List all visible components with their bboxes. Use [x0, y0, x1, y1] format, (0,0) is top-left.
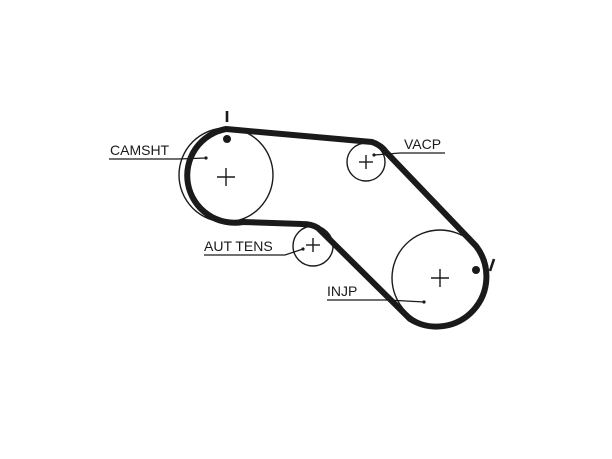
vacuum-pump-pulley — [346, 142, 386, 182]
auto-tensioner-leader-end — [301, 247, 305, 251]
injection-pump-pulley — [391, 229, 496, 327]
auto-tensioner-leader — [204, 248, 304, 256]
leader-lines — [109, 152, 445, 304]
vacuum-pump-leader-end — [372, 153, 376, 157]
camshaft-pulley — [178, 111, 274, 223]
injection-pump-pulley-outline — [391, 229, 489, 327]
injection-pump-label: INJP — [327, 283, 357, 299]
camshaft-leader — [109, 157, 207, 160]
camshaft-pulley-outline — [178, 127, 274, 223]
vacuum-pump-label: VACP — [404, 136, 441, 152]
camshaft-timing-dot — [223, 135, 231, 143]
vacuum-pump-pulley-outline — [346, 142, 386, 182]
auto-tensioner-pulley — [292, 225, 334, 267]
injection-pump-leader-end — [422, 300, 426, 304]
injection-pump-timing-mark — [488, 258, 496, 272]
vacuum-pump-leader — [373, 152, 445, 156]
injection-pump-timing-dot — [472, 266, 480, 274]
auto-tensioner-pulley-outline — [292, 225, 334, 267]
camshaft-leader-end — [204, 156, 208, 160]
auto-tensioner-label: AUT TENS — [204, 238, 273, 254]
camshaft-label: CAMSHT — [110, 142, 170, 158]
injection-pump-leader — [327, 299, 425, 303]
